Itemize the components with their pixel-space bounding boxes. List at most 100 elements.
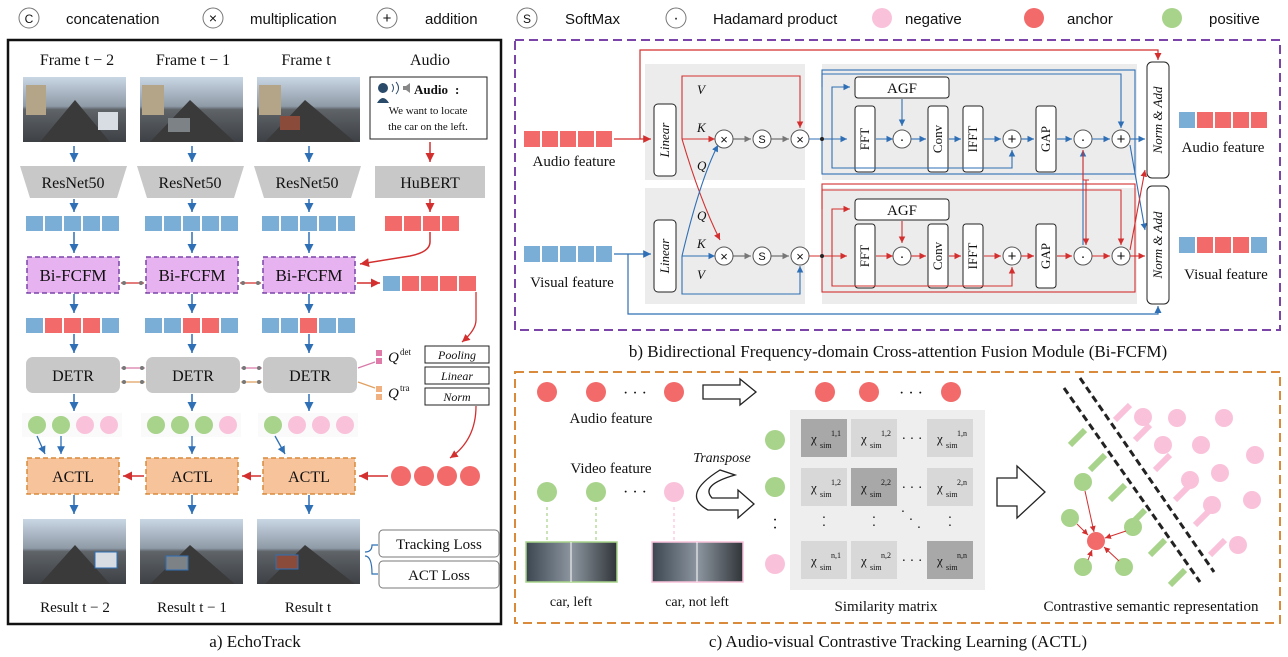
chi-sup-2-2: n,n bbox=[957, 551, 967, 560]
add-bottom-2-glyph: + bbox=[1117, 248, 1126, 265]
visual-output-tokens bbox=[1179, 237, 1267, 253]
result-label-2: Result t bbox=[285, 600, 332, 616]
act-loss-label: ACT Loss bbox=[408, 568, 470, 584]
chi-sub-1-2: sim bbox=[946, 490, 958, 499]
sim-cell-0-2 bbox=[927, 419, 973, 457]
fused-tokens-2 bbox=[262, 318, 355, 333]
q-det-sup: det bbox=[400, 347, 411, 357]
transpose-label: Transpose bbox=[693, 451, 751, 466]
q-tra-sup: tra bbox=[400, 383, 410, 393]
chi-sub-2-0: sim bbox=[820, 563, 832, 572]
chi-sup-0-1: 1,2 bbox=[881, 429, 891, 438]
resnet-label-2: ResNet50 bbox=[275, 175, 338, 192]
q-tra-label: Q bbox=[388, 386, 399, 402]
echotrack-panel bbox=[6, 38, 503, 626]
chi-0-1: χ bbox=[860, 431, 867, 446]
resnet-block-2: ResNet50 bbox=[254, 166, 361, 198]
chi-2-0: χ bbox=[810, 553, 817, 568]
result-frame-1 bbox=[140, 519, 243, 584]
op-pooling: Pooling bbox=[437, 348, 476, 362]
bifcfm-panel bbox=[514, 39, 1281, 331]
detr-block-1: DETR bbox=[146, 357, 240, 393]
detr-label-1: DETR bbox=[172, 368, 214, 385]
hadamard-legend-item: · Hadamard product bbox=[665, 7, 838, 29]
chi-sub-1-0: sim bbox=[820, 490, 832, 499]
sim-cell-1-2 bbox=[927, 468, 973, 506]
chi-sub-1-1: sim bbox=[870, 490, 882, 499]
audio-card-line-2: the car on the left. bbox=[388, 121, 468, 133]
detr-block-0: DETR bbox=[26, 357, 120, 393]
chi-sub-0-2: sim bbox=[946, 441, 958, 450]
bifcfm-label-1: Bi-FCFM bbox=[158, 266, 225, 285]
hadamard-symbol: · bbox=[673, 10, 678, 27]
linear-audio-label: Linear bbox=[657, 122, 672, 159]
video-feature-caption: Video feature bbox=[570, 461, 651, 477]
matrix-vdots-3a: · bbox=[948, 511, 953, 526]
chi-sub-2-1: sim bbox=[870, 563, 882, 572]
chi-sup-1-1: 2,2 bbox=[881, 478, 891, 487]
chi-sup-1-2: 2,n bbox=[957, 478, 967, 487]
conv-top-label: Conv bbox=[930, 124, 945, 153]
sim-cell-1-1 bbox=[851, 468, 897, 506]
audio-embedding-dots bbox=[391, 466, 480, 486]
ifft-bottom-label: IFFT bbox=[965, 243, 980, 270]
input-frame-1 bbox=[140, 77, 243, 142]
audio-input-tokens bbox=[524, 131, 612, 147]
matrix-hdots-3: · · · bbox=[902, 554, 923, 569]
freq-frame-top bbox=[821, 69, 1136, 175]
softmax-legend-item: S SoftMax bbox=[516, 7, 621, 29]
matrix-vdots-1b: · bbox=[822, 519, 827, 534]
actl-label-2: ACTL bbox=[288, 469, 330, 486]
audio-card-colon: : bbox=[455, 82, 459, 97]
legend-anchor-label: anchor bbox=[1067, 11, 1113, 28]
addition-symbol: + bbox=[383, 10, 392, 27]
norm-add-bottom-label: Norm & Add bbox=[1150, 211, 1165, 279]
transpose-arrow-icon bbox=[695, 469, 755, 520]
gap-bottom bbox=[1035, 223, 1057, 289]
bottom-multiply-2-glyph: × bbox=[796, 249, 804, 264]
query-embeddings-2 bbox=[258, 413, 358, 437]
conv-bottom bbox=[927, 223, 949, 289]
video-dots-ellipsis: · · · bbox=[623, 484, 647, 501]
sim-cell-1-0 bbox=[801, 468, 847, 506]
car-crops-negative bbox=[651, 541, 744, 583]
concatenation-legend-item: C concatenation bbox=[18, 7, 159, 29]
linear-visual-label: Linear bbox=[657, 238, 672, 275]
agf-bottom-label: AGF bbox=[887, 203, 917, 219]
multiplication-legend-item: × multiplication bbox=[202, 7, 337, 29]
resnet-label-0: ResNet50 bbox=[41, 175, 104, 192]
hubert-block: HuBERT bbox=[375, 166, 485, 198]
resnet-label-1: ResNet50 bbox=[158, 175, 221, 192]
big-right-arrow-icon bbox=[996, 464, 1046, 520]
similarity-matrix-caption: Similarity matrix bbox=[835, 599, 938, 615]
resnet-block-1: ResNet50 bbox=[137, 166, 244, 198]
actl-label-0: ACTL bbox=[52, 469, 94, 486]
chi-0-2: χ bbox=[936, 431, 943, 446]
sim-cell-0-1 bbox=[851, 419, 897, 457]
input-frame-2 bbox=[257, 77, 360, 142]
legend: C concatenation × multiplication + addit… bbox=[18, 7, 1260, 29]
chi-0-0: χ bbox=[810, 431, 817, 446]
op-linear: Linear bbox=[440, 369, 473, 383]
conv-top bbox=[927, 105, 949, 173]
chi-sup-0-0: 1,1 bbox=[831, 429, 841, 438]
detr-label-2: DETR bbox=[289, 368, 331, 385]
hadamard-bottom-2-glyph: · bbox=[1081, 248, 1086, 265]
fused-tokens-0 bbox=[26, 318, 119, 333]
hadamard-bottom-1-glyph: · bbox=[900, 248, 905, 265]
chi-1-1: χ bbox=[860, 480, 867, 495]
chi-2-2: χ bbox=[936, 553, 943, 568]
norm-add-bottom: Norm & Add bbox=[1146, 185, 1170, 305]
left-dots-ellipsis-2: · bbox=[772, 520, 777, 537]
frame-label-0: Frame t − 2 bbox=[40, 52, 114, 69]
q-det-label: Q bbox=[388, 350, 399, 366]
positive-dot bbox=[1162, 8, 1182, 28]
visual-input-label: Visual feature bbox=[530, 275, 614, 291]
frame-label-2: Frame t bbox=[281, 52, 331, 69]
projection-head: Pooling Linear Norm bbox=[424, 345, 490, 406]
legend-hadamard-label: Hadamard product bbox=[713, 11, 838, 28]
chi-sub-0-1: sim bbox=[870, 441, 882, 450]
linear-visual: Linear bbox=[653, 219, 677, 293]
op-norm: Norm bbox=[442, 390, 471, 404]
